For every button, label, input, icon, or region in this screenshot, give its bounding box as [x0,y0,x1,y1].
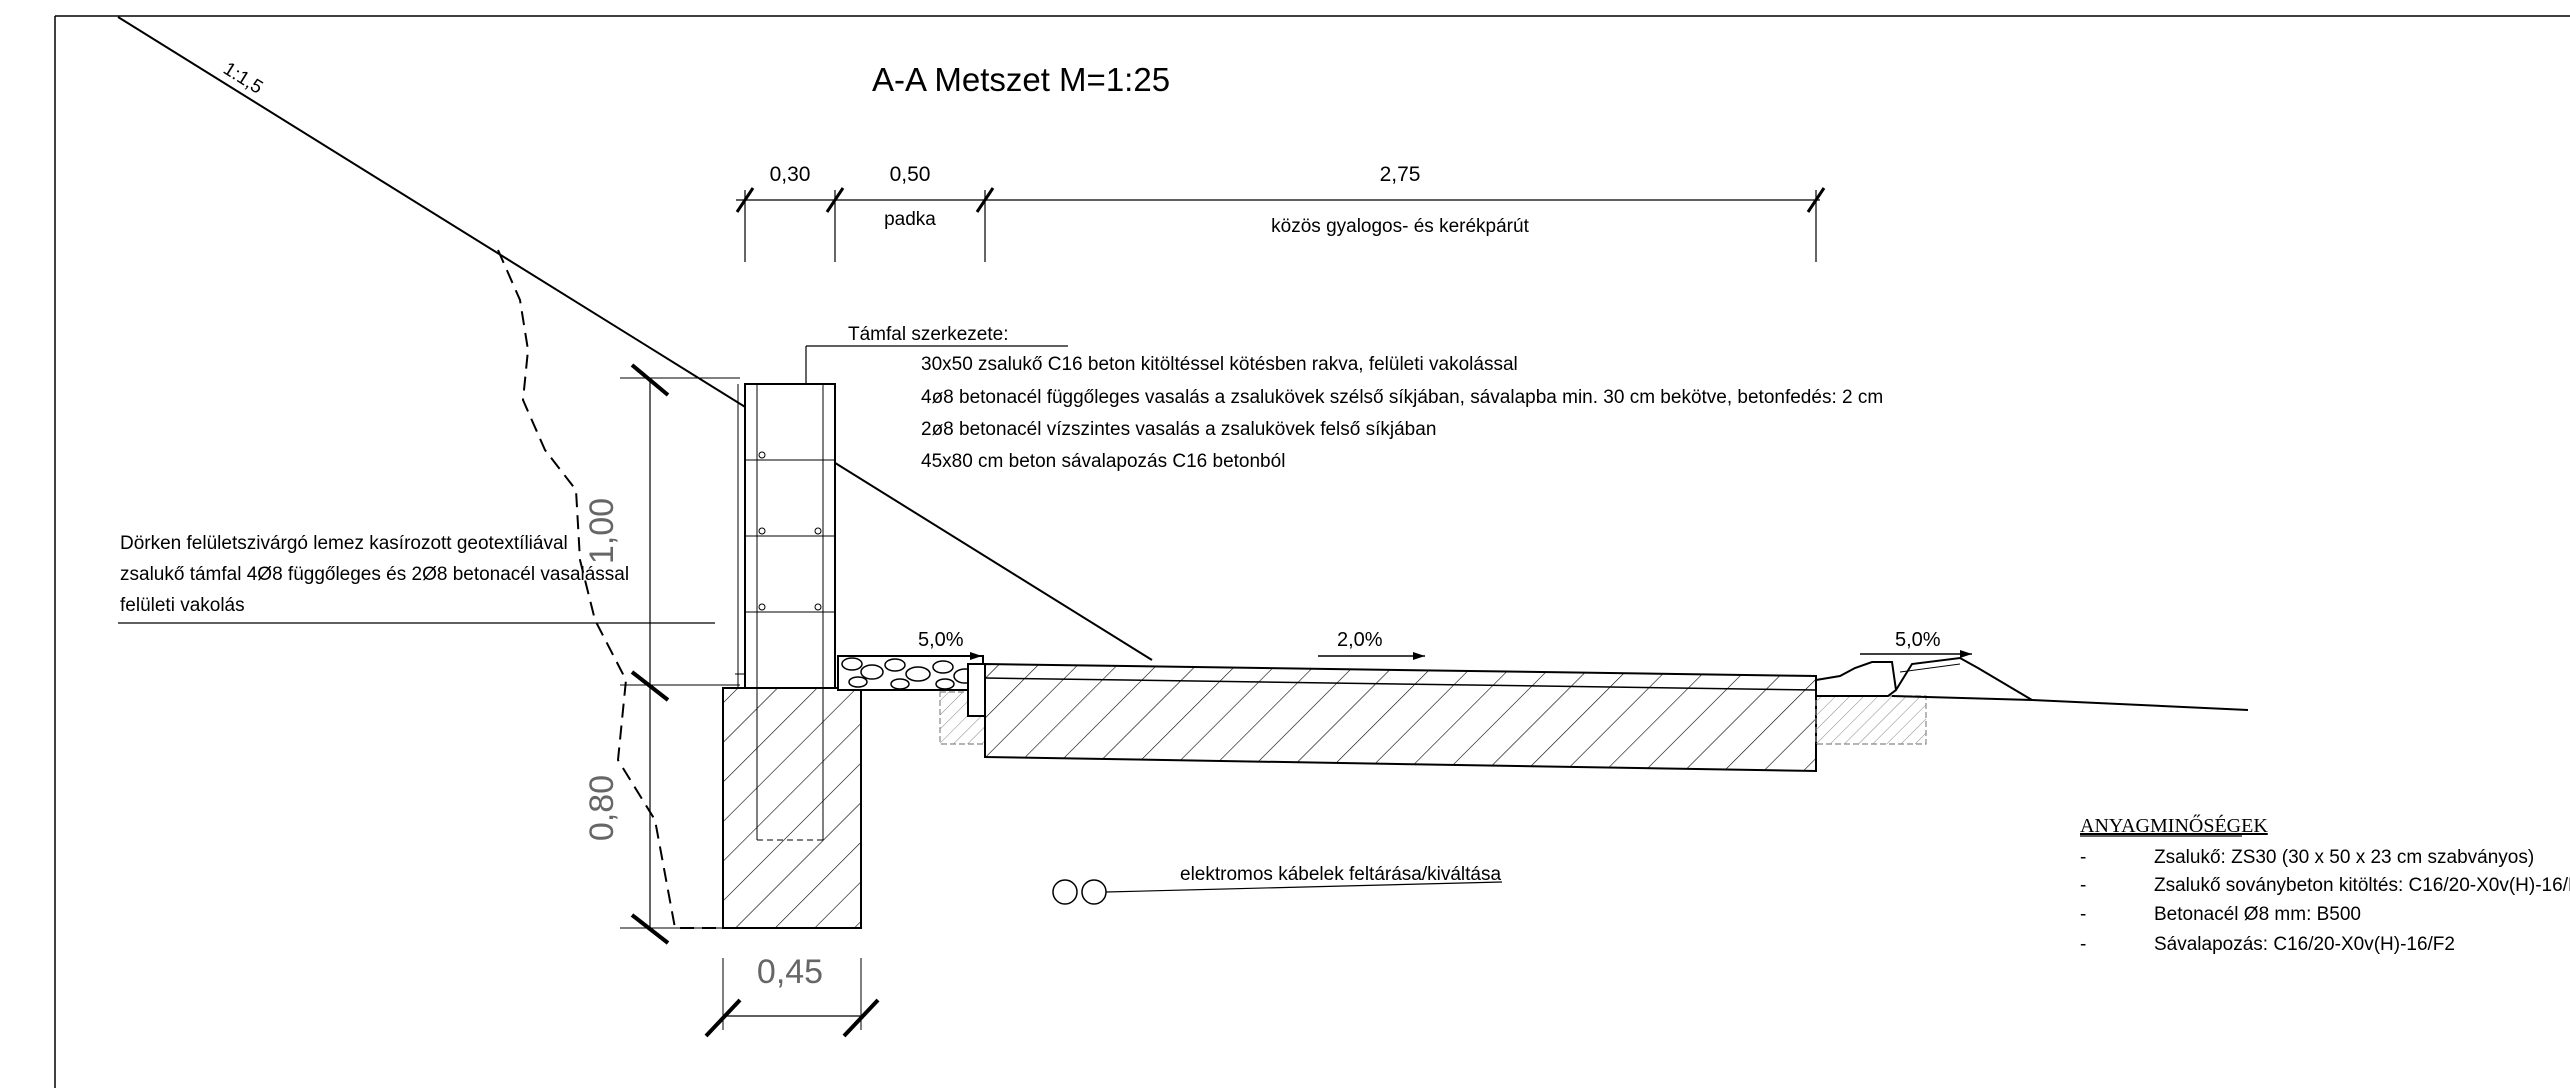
top-dimension-chain: 0,30 0,50 2,75 padka közös gyalogos- és … [735,163,1826,262]
materials-legend: ANYAGMINŐSÉGEK - Zsalukő: ZS30 (30 x 50 … [2080,813,2570,955]
materials-bullet-4: - [2080,934,2086,955]
padka-label: padka [884,209,936,230]
drainage-note-line-2: zsalukő támfal 4Ø8 függőleges és 2Ø8 bet… [120,564,629,585]
materials-heading: ANYAGMINŐSÉGEK [2080,813,2268,837]
materials-bullet-1: - [2080,847,2086,868]
excavation-line [497,249,716,929]
slope-arrows: 5,0% 2,0% 5,0% [912,629,1972,660]
drawing-frame [54,15,2570,1088]
materials-item-4: Sávalapozás: C16/20-X0v(H)-16/F2 [2154,934,2455,955]
slope-ratio-label: 1:1,5 [219,58,266,98]
dimension-2-75: 2,75 [1380,163,1421,186]
dimension-0-30: 0,30 [770,163,811,186]
cable-circle-1 [1052,879,1078,905]
slope-right: 5,0% [1895,629,1941,651]
retaining-wall [735,383,836,689]
slope-middle: 2,0% [1337,629,1383,651]
materials-bullet-3: - [2080,904,2086,925]
materials-bullet-2: - [2080,875,2086,896]
bike-path-label: közös gyalogos- és kerékpárút [1271,216,1529,237]
structure-note-line-4: 45x80 cm beton sávalapozás C16 betonból [921,451,1285,472]
drainage-note: Dörken felületszivárgó lemez kasírozott … [118,533,715,624]
structure-note-line-1: 30x50 zsalukő C16 beton kitöltéssel köté… [921,354,1518,375]
structure-note-line-3: 2ø8 betonacél vízszintes vasalás a zsalu… [921,419,1436,440]
right-edge [1815,656,2249,745]
materials-item-3: Betonacél Ø8 mm: B500 [2154,904,2361,925]
gravel-fill [837,655,984,691]
strip-foundation [722,687,862,929]
slope-left: 5,0% [918,629,964,651]
structure-note-line-2: 4ø8 betonacél függőleges vasalás a zsalu… [921,387,1883,408]
structure-note-heading: Támfal szerkezete: [848,324,1009,345]
drawing-title: A-A Metszet M=1:25 [872,61,1170,98]
width-dimension: 0,45 [704,953,880,1038]
drainage-note-line-1: Dörken felületszivárgó lemez kasírozott … [120,533,568,554]
height-1-00: 1,00 [583,498,621,564]
cable-note-text: elektromos kábelek feltárása/kiváltása [1180,864,1501,885]
height-0-80: 0,80 [583,775,621,841]
cable-note: elektromos kábelek feltárása/kiváltása [1052,864,1503,905]
materials-item-1: Zsalukő: ZS30 (30 x 50 x 23 cm szabványo… [2154,847,2534,868]
dimension-0-50: 0,50 [890,163,931,186]
materials-item-2: Zsalukő soványbeton kitöltés: C16/20-X0v… [2154,875,2570,896]
kerb-base [939,691,986,745]
height-dimension: 1,00 0,80 [583,363,740,945]
path-pavement [967,662,1817,773]
cable-circle-2 [1081,879,1107,905]
width-0-45: 0,45 [757,953,823,991]
structure-note: Támfal szerkezete: 30x50 zsalukő C16 bet… [805,324,1883,660]
drainage-note-line-3: felületi vakolás [120,595,245,616]
